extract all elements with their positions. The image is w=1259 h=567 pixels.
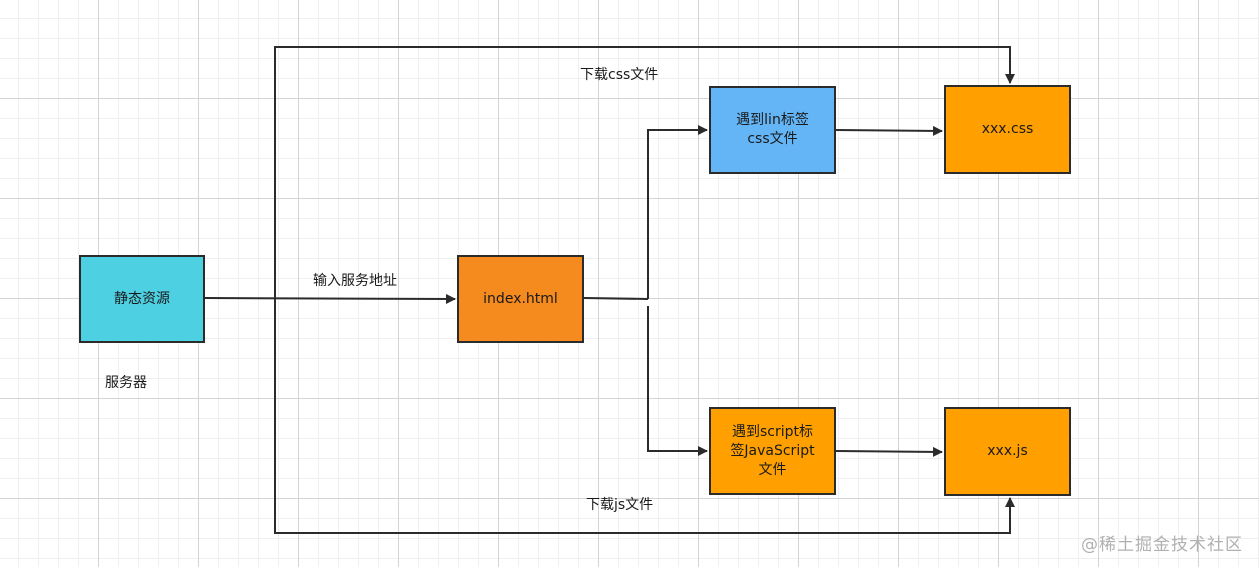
node-static-resources-label: 静态资源 (114, 290, 170, 307)
arrow-script-tag-to-js (835, 446, 943, 457)
connector-index-branch (583, 297, 649, 300)
node-static-resources[interactable]: 静态资源 (79, 255, 205, 343)
node-script-tag-label: 遇到script标 签JavaScript 文件 (730, 423, 815, 478)
arrow-link-tag-to-css (835, 125, 943, 136)
arrow-server-to-index (204, 293, 456, 304)
watermark: @稀土掘金技术社区 (1081, 535, 1243, 555)
arrow-download-css (274, 46, 1015, 298)
node-link-tag-label: 遇到lin标签 css文件 (736, 112, 809, 147)
node-js-file-label: xxx.js (987, 443, 1028, 459)
node-link-tag[interactable]: 遇到lin标签 css文件 (709, 86, 836, 174)
node-js-file[interactable]: xxx.js (944, 407, 1071, 496)
server-caption: 服务器 (105, 375, 147, 391)
node-script-tag[interactable]: 遇到script标 签JavaScript 文件 (709, 407, 836, 495)
arrow-download-js (274, 298, 1015, 534)
download-css-label: 下载css文件 (580, 67, 659, 83)
download-js-label: 下载js文件 (586, 497, 654, 513)
arrow-branch-to-script-tag (647, 306, 708, 456)
node-index-html-label: index.html (483, 290, 558, 307)
input-address-label: 输入服务地址 (313, 273, 397, 289)
arrow-branch-to-link-tag (647, 125, 708, 299)
node-css-file-label: xxx.css (981, 121, 1034, 137)
node-css-file[interactable]: xxx.css (944, 85, 1071, 174)
node-index-html[interactable]: index.html (457, 255, 584, 343)
